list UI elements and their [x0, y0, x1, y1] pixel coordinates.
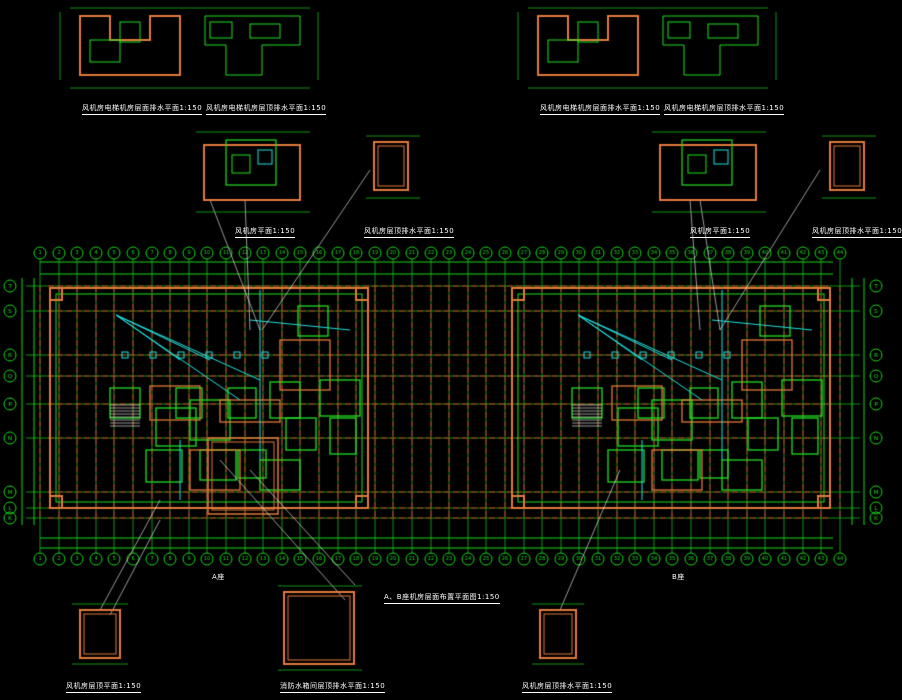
- label-main-title: A、B座机房层面布置平面图1:150: [384, 592, 500, 604]
- label-mid-right-1: 风机房平面1:150: [690, 226, 751, 238]
- label-block-b: B座: [672, 573, 685, 581]
- label-top-left-1: 风机房电梯机房层面排水平面1:150: [82, 103, 203, 115]
- label-mid-right-2: 风机房层顶排水平面1:150: [812, 226, 902, 238]
- label-bottom-1: 风机房层顶平面1:150: [66, 681, 142, 693]
- label-bottom-3: 风机房层顶排水平面1:150: [522, 681, 613, 693]
- label-block-a: A座: [212, 573, 225, 581]
- label-bottom-2: 消防水箱间层顶排水平面1:150: [280, 681, 386, 693]
- label-mid-left-2: 风机房层顶排水平面1:150: [364, 226, 455, 238]
- label-top-right-2: 风机房电梯机房层顶排水平面1:150: [664, 103, 785, 115]
- label-top-right-1: 风机房电梯机房层面排水平面1:150: [540, 103, 661, 115]
- label-mid-left-1: 风机房平面1:150: [235, 226, 296, 238]
- label-top-left-2: 风机房电梯机房层顶排水平面1:150: [206, 103, 327, 115]
